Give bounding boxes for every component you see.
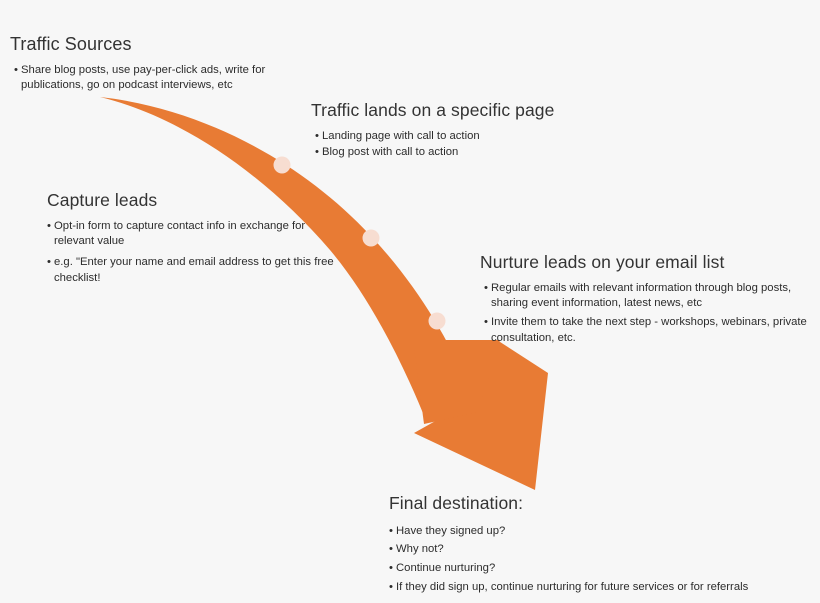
stage-title-capture-leads: Capture leads — [47, 190, 158, 210]
list-item: • Share blog posts, use pay-per-click ad… — [14, 63, 310, 94]
stage-title-traffic-lands: Traffic lands on a specific page — [311, 100, 555, 120]
stage-block-nurture-leads: Nurture leads on your email list • Regul… — [480, 252, 810, 349]
stage-bullets-nurture-leads: • Regular emails with relevant informati… — [480, 281, 810, 346]
bullet-dot-icon: • — [389, 524, 393, 537]
bullet-dot-icon: • — [484, 316, 488, 329]
bullet-text: Landing page with call to action — [322, 129, 480, 142]
bullet-text: Why not? — [396, 543, 444, 556]
bullet-dot-icon: • — [47, 256, 51, 269]
stage-title-final-destination: Final destination: — [389, 493, 524, 513]
list-item: • Regular emails with relevant informati… — [484, 281, 810, 312]
list-item: • Continue nurturing? — [389, 561, 809, 577]
stage-title-nurture-leads: Nurture leads on your email list — [480, 252, 725, 272]
arrow-band-head-joint — [413, 340, 500, 424]
arrow-head — [414, 340, 548, 490]
bullet-text: If they did sign up, continue nurturing … — [396, 580, 749, 593]
bullet-dot-icon: • — [389, 580, 393, 593]
bullet-dot-icon: • — [14, 63, 18, 76]
bullet-text: Invite them to take the next step - work… — [491, 316, 807, 344]
bullet-text: Have they signed up? — [396, 524, 506, 537]
stage-block-final-destination: Final destination: • Have they signed up… — [389, 493, 809, 598]
stage-bullets-final-destination: • Have they signed up? • Why not? • Cont… — [389, 524, 809, 595]
stage-block-traffic-lands: Traffic lands on a specific page • Landi… — [311, 100, 611, 162]
bullet-text: Continue nurturing? — [396, 562, 496, 575]
stage-block-capture-leads: Capture leads • Opt-in form to capture c… — [47, 190, 347, 291]
stage-bullets-traffic-sources: • Share blog posts, use pay-per-click ad… — [10, 63, 310, 94]
stage-marker-3 — [428, 312, 446, 330]
list-item: • Why not? — [389, 542, 809, 558]
stage-title-traffic-sources: Traffic Sources — [10, 34, 132, 54]
bullet-dot-icon: • — [315, 146, 319, 159]
stage-block-traffic-sources: Traffic Sources • Share blog posts, use … — [10, 33, 310, 95]
list-item: • Opt-in form to capture contact info in… — [47, 219, 347, 250]
stage-marker-2 — [362, 229, 380, 247]
bullet-dot-icon: • — [389, 562, 393, 575]
list-item: • e.g. "Enter your name and email addres… — [47, 255, 347, 286]
bullet-text: Regular emails with relevant information… — [491, 281, 792, 310]
list-item: • Blog post with call to action — [315, 145, 611, 161]
stage-bullets-capture-leads: • Opt-in form to capture contact info in… — [47, 219, 347, 286]
stage-bullets-traffic-lands: • Landing page with call to action • Blo… — [311, 129, 611, 161]
bullet-dot-icon: • — [389, 543, 393, 556]
bullet-dot-icon: • — [484, 281, 488, 294]
bullet-text: Opt-in form to capture contact info in e… — [54, 219, 306, 248]
stage-marker-1 — [273, 156, 291, 174]
bullet-text: Share blog posts, use pay-per-click ads,… — [21, 63, 266, 92]
list-item: • If they did sign up, continue nurturin… — [389, 580, 809, 596]
bullet-text: Blog post with call to action — [322, 146, 459, 159]
bullet-dot-icon: • — [47, 219, 51, 232]
list-item: • Landing page with call to action — [315, 129, 611, 145]
list-item: • Have they signed up? — [389, 524, 809, 540]
bullet-dot-icon: • — [315, 129, 319, 142]
list-item: • Invite them to take the next step - wo… — [484, 315, 810, 346]
bullet-text: e.g. "Enter your name and email address … — [54, 256, 334, 284]
